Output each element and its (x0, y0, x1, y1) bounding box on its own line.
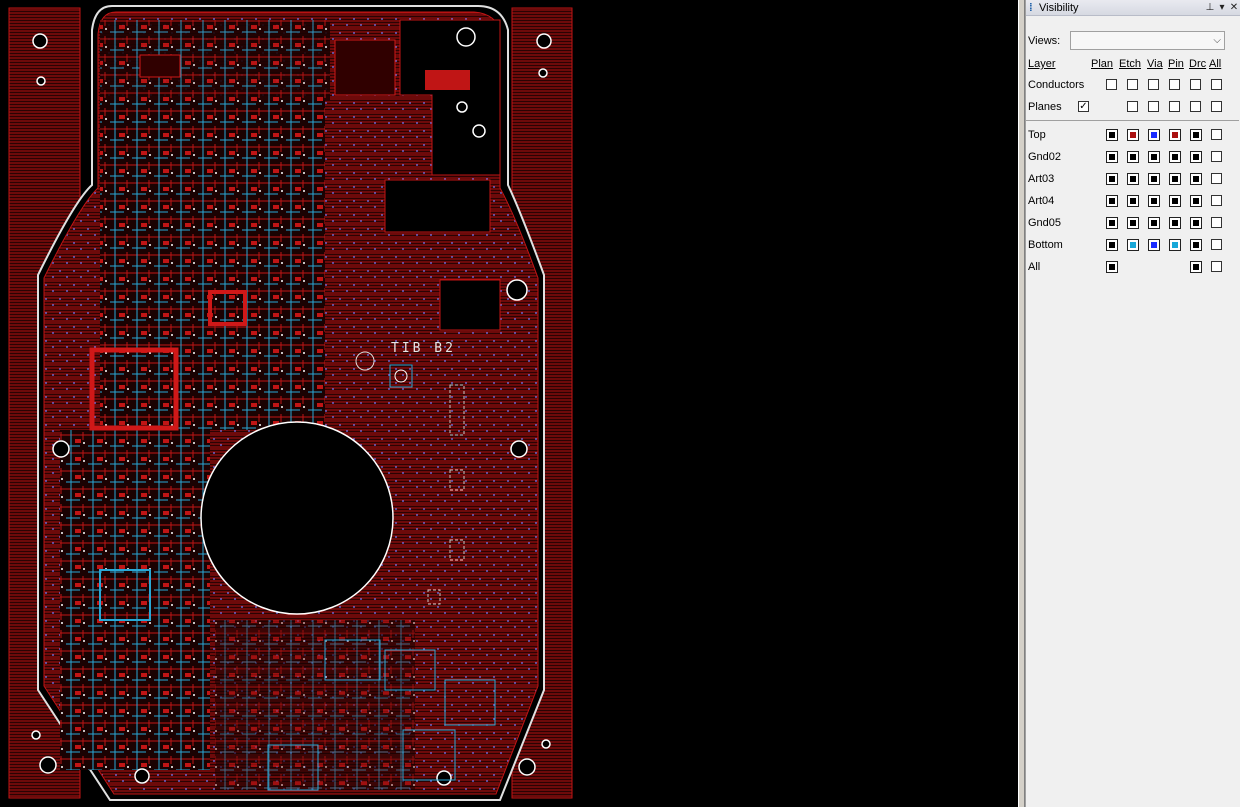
visibility-panel: ⁞ Visibility ⊥ ▾ ✕ Views: ⌵ Layer Plan E… (1025, 0, 1240, 807)
layer-art03-color-swatch[interactable] (1169, 173, 1181, 185)
header-layer[interactable]: Layer (1028, 58, 1056, 70)
mount-hole-large (200, 421, 394, 615)
layer-gnd05-color-swatch[interactable] (1106, 217, 1118, 229)
layer-art04-color-swatch[interactable] (1106, 195, 1118, 207)
planes-checkbox[interactable]: ✓ (1078, 101, 1089, 112)
conductors-etch-checkbox[interactable] (1127, 79, 1138, 90)
header-pin[interactable]: Pin (1168, 58, 1184, 70)
header-all[interactable]: All (1209, 58, 1222, 70)
divider (1026, 120, 1239, 121)
layer-top-color-swatch[interactable] (1127, 129, 1139, 141)
layer-all-all-checkbox[interactable] (1211, 261, 1222, 272)
planes-pin-checkbox[interactable] (1169, 101, 1180, 112)
header-etch[interactable]: Etch (1119, 58, 1142, 70)
layer-bottom-color-swatch[interactable] (1127, 239, 1139, 251)
layer-art04-color-swatch[interactable] (1127, 195, 1139, 207)
layer-gnd05-color-swatch[interactable] (1127, 217, 1139, 229)
planes-via-checkbox[interactable] (1148, 101, 1159, 112)
close-icon[interactable]: ✕ (1229, 2, 1239, 13)
layer-bottom-color-swatch[interactable] (1169, 239, 1181, 251)
layer-gnd05-color-swatch[interactable] (1169, 217, 1181, 229)
chevron-down-icon: ⌵ (1213, 35, 1221, 46)
layer-bottom-color-swatch[interactable] (1148, 239, 1160, 251)
layer-gnd05-color-swatch[interactable] (1148, 217, 1160, 229)
pin-icon[interactable]: ⊥ (1205, 2, 1215, 13)
layer-name-bottom: Bottom (1028, 239, 1063, 251)
layer-art04-color-swatch[interactable] (1148, 195, 1160, 207)
layer-name-top: Top (1028, 129, 1046, 141)
layer-all-color-swatch[interactable] (1190, 261, 1202, 273)
conductors-pin-checkbox[interactable] (1169, 79, 1180, 90)
header-drc[interactable]: Drc (1189, 58, 1207, 70)
conductors-drc-checkbox[interactable] (1190, 79, 1201, 90)
layer-name-art04: Art04 (1028, 195, 1055, 207)
layer-name-gnd02: Gnd02 (1028, 151, 1062, 163)
layer-art03-color-swatch[interactable] (1148, 173, 1160, 185)
layer-top-color-swatch[interactable] (1169, 129, 1181, 141)
panel-title: Visibility (1039, 1, 1079, 14)
layer-gnd02-all-checkbox[interactable] (1211, 151, 1222, 162)
layer-bottom-color-swatch[interactable] (1190, 239, 1202, 251)
conductors-all-checkbox[interactable] (1211, 79, 1222, 90)
layer-art04-color-swatch[interactable] (1190, 195, 1202, 207)
panel-grip-icon: ⁞ (1029, 1, 1033, 14)
views-select[interactable]: ⌵ (1070, 31, 1225, 50)
layer-name-all: All (1028, 261, 1041, 273)
views-label: Views: (1028, 35, 1061, 47)
dropdown-icon[interactable]: ▾ (1219, 2, 1225, 13)
layer-art03-color-swatch[interactable] (1127, 173, 1139, 185)
header-plan[interactable]: Plan (1091, 58, 1114, 70)
conductors-plan-checkbox[interactable] (1106, 79, 1117, 90)
planes-all-checkbox[interactable] (1211, 101, 1222, 112)
layer-bottom-color-swatch[interactable] (1106, 239, 1118, 251)
layer-top-color-swatch[interactable] (1190, 129, 1202, 141)
layer-top-color-swatch[interactable] (1106, 129, 1118, 141)
layer-top-all-checkbox[interactable] (1211, 129, 1222, 140)
layer-gnd02-color-swatch[interactable] (1148, 151, 1160, 163)
layer-all-color-swatch[interactable] (1106, 261, 1118, 273)
layer-art04-color-swatch[interactable] (1169, 195, 1181, 207)
layer-bottom-all-checkbox[interactable] (1211, 239, 1222, 250)
layer-art03-color-swatch[interactable] (1106, 173, 1118, 185)
layer-art04-all-checkbox[interactable] (1211, 195, 1222, 206)
conductors-label: Conductors (1028, 79, 1085, 91)
planes-drc-checkbox[interactable] (1190, 101, 1201, 112)
pcb-canvas[interactable]: TIB B2 (0, 0, 1018, 807)
layer-gnd02-color-swatch[interactable] (1127, 151, 1139, 163)
panel-titlebar: ⁞ Visibility ⊥ ▾ ✕ (1026, 0, 1240, 16)
board-silkscreen-text: TIB B2 (391, 341, 456, 356)
layer-gnd02-color-swatch[interactable] (1190, 151, 1202, 163)
layer-name-art03: Art03 (1028, 173, 1055, 185)
layer-top-color-swatch[interactable] (1148, 129, 1160, 141)
header-via[interactable]: Via (1147, 58, 1163, 70)
panel-splitter[interactable] (1018, 0, 1025, 807)
layer-gnd02-color-swatch[interactable] (1106, 151, 1118, 163)
planes-label: Planes (1028, 101, 1062, 113)
layer-gnd05-color-swatch[interactable] (1190, 217, 1202, 229)
layer-gnd02-color-swatch[interactable] (1169, 151, 1181, 163)
layer-art03-all-checkbox[interactable] (1211, 173, 1222, 184)
planes-etch-checkbox[interactable] (1127, 101, 1138, 112)
layer-art03-color-swatch[interactable] (1190, 173, 1202, 185)
layer-name-gnd05: Gnd05 (1028, 217, 1062, 229)
layer-gnd05-all-checkbox[interactable] (1211, 217, 1222, 228)
conductors-via-checkbox[interactable] (1148, 79, 1159, 90)
